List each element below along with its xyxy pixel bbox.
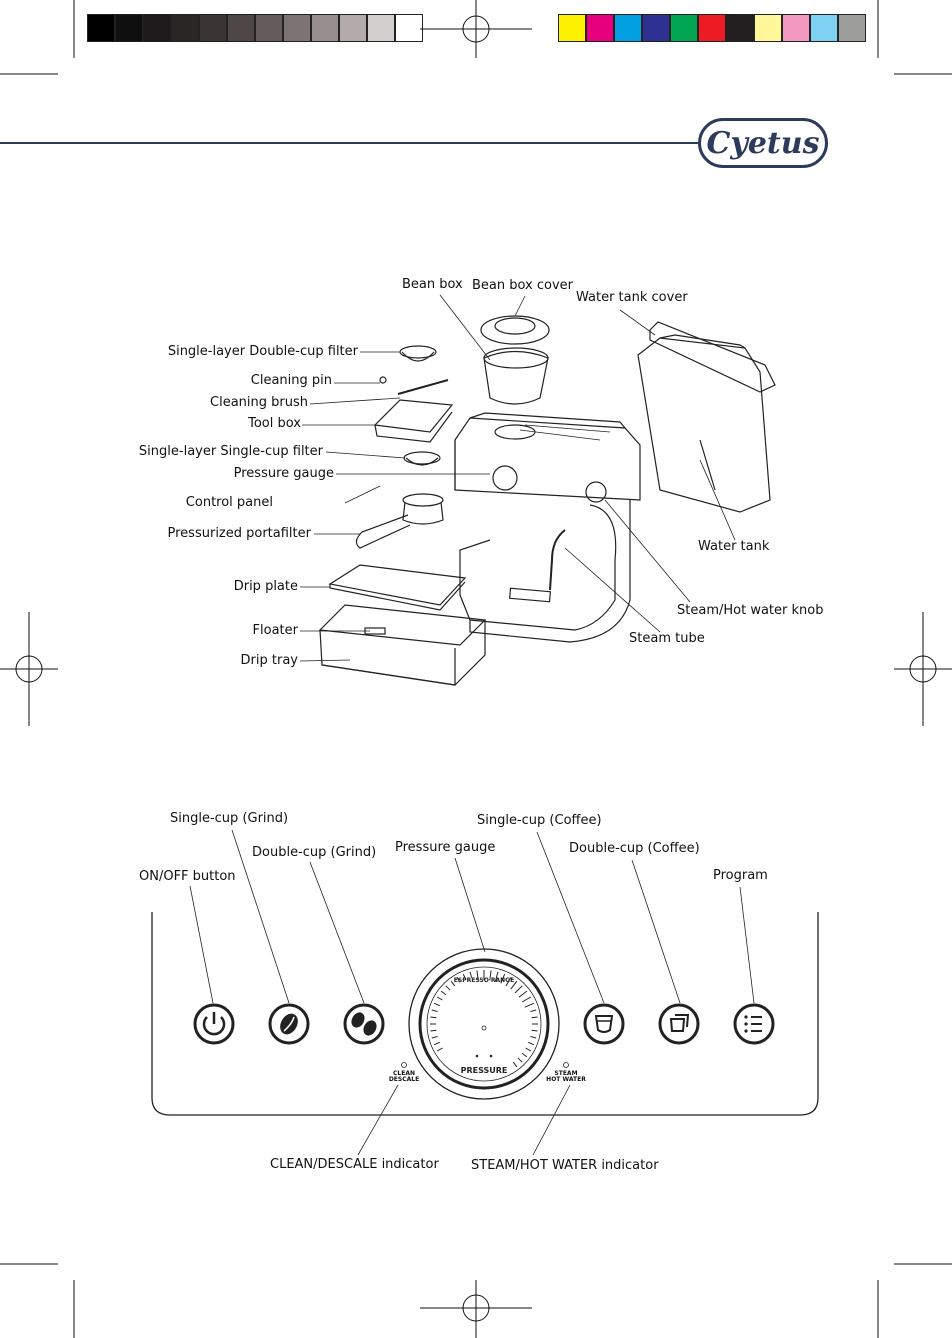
color-swatch	[642, 14, 670, 42]
color-swatch	[558, 14, 586, 42]
gauge-tick	[512, 1061, 518, 1068]
gauge-tick	[436, 996, 443, 1001]
gauge-tick	[431, 1035, 438, 1039]
onoff-button-ring	[193, 1003, 235, 1045]
gauge-tick	[489, 970, 492, 981]
gauge-tick	[530, 1035, 537, 1039]
gauge-tick	[462, 973, 467, 980]
label-steam-tube: Steam tube	[629, 631, 705, 646]
label-control-panel: Control panel	[185, 495, 273, 510]
color-swatch	[199, 14, 227, 42]
label-steam-hot-water-indicator: STEAM/HOT WATER indicator	[471, 1158, 659, 1173]
label-single-cup-coffee: Single-cup (Coffee)	[477, 813, 602, 828]
registration-target-top	[420, 0, 532, 58]
pressure-gauge-outer	[408, 948, 560, 1100]
label-program: Program	[713, 868, 768, 883]
color-swatch	[283, 14, 311, 42]
gauge-tick	[494, 971, 499, 982]
color-swatch	[255, 14, 283, 42]
label-drip-plate: Drip plate	[233, 579, 298, 594]
color-swatch	[810, 14, 838, 42]
gauge-pressure-text: PRESSURE	[461, 1066, 508, 1075]
color-swatch	[87, 14, 115, 42]
color-swatch	[395, 14, 423, 42]
label-single-cup-filter: Single-layer Single-cup filter	[138, 444, 323, 459]
gauge-tick	[433, 1002, 440, 1007]
gauge-tick	[456, 976, 461, 983]
color-swatch	[698, 14, 726, 42]
label-cleaning-pin: Cleaning pin	[250, 373, 332, 388]
registration-target-right	[894, 612, 952, 726]
color-swatch	[311, 14, 339, 42]
label-double-cup-filter: Single-layer Double-cup filter	[167, 344, 358, 359]
color-swatch	[670, 14, 698, 42]
color-swatch	[367, 14, 395, 42]
panel-text-clean: CLEAN	[393, 1070, 415, 1077]
label-water-tank-cover: Water tank cover	[576, 290, 688, 305]
label-pressure-gauge: Pressure gauge	[233, 466, 334, 481]
gauge-tick	[500, 973, 506, 984]
label-floater: Floater	[252, 623, 298, 638]
gauge-tick	[531, 1029, 538, 1032]
gauge-tick	[528, 1041, 535, 1046]
gauge-espresso-range-text: ESPRESSO RANGE	[454, 977, 514, 984]
gauge-tick	[517, 1057, 523, 1063]
label-panel-pressure-gauge: Pressure gauge	[395, 840, 496, 855]
gauge-tick	[521, 1052, 528, 1058]
label-double-cup-coffee: Double-cup (Coffee)	[569, 841, 700, 856]
gauge-tick	[430, 1016, 437, 1019]
label-bean-box: Bean box	[402, 277, 463, 292]
gauge-tick	[505, 976, 512, 987]
label-bean-box-cover: Bean box cover	[472, 278, 574, 293]
gauge-tick	[469, 971, 473, 978]
label-steam-knob: Steam/Hot water knob	[677, 603, 824, 618]
panel-text-hot-water: HOT WATER	[546, 1076, 586, 1083]
label-single-cup-grind: Single-cup (Grind)	[170, 811, 289, 826]
label-onoff-button: ON/OFF button	[139, 869, 236, 884]
gauge-tick	[531, 1016, 538, 1019]
color-swatch	[754, 14, 782, 42]
panel-text-steam: STEAM	[554, 1070, 578, 1077]
gauge-tick	[450, 980, 456, 987]
color-swatch	[227, 14, 255, 42]
color-swatch	[726, 14, 754, 42]
label-tool-box: Tool box	[248, 416, 301, 431]
color-swatch	[115, 14, 143, 42]
gauge-tick	[518, 990, 528, 998]
gauge-tick	[436, 1047, 443, 1052]
panel-text-descale: DESCALE	[388, 1076, 420, 1083]
label-cleaning-brush: Cleaning brush	[210, 395, 308, 410]
label-double-cup-grind: Double-cup (Grind)	[252, 845, 377, 860]
label-water-tank: Water tank	[698, 539, 770, 554]
color-swatch	[339, 14, 367, 42]
gauge-tick	[510, 980, 518, 990]
gauge-tick	[524, 1002, 535, 1008]
label-pressurized-portafilter: Pressurized portafilter	[167, 526, 311, 541]
gauge-tick	[530, 1009, 537, 1013]
gauge-tick	[445, 985, 451, 991]
color-swatch	[782, 14, 810, 42]
label-drip-tray: Drip tray	[240, 653, 298, 668]
registration-target-left	[0, 612, 58, 726]
color-swatch	[171, 14, 199, 42]
color-swatch	[143, 14, 171, 42]
color-swatch	[586, 14, 614, 42]
color-swatch	[838, 14, 866, 42]
label-clean-descale-indicator: CLEAN/DESCALE indicator	[270, 1157, 439, 1172]
gauge-tick	[430, 1029, 437, 1032]
gauge-tick	[431, 1009, 438, 1013]
gauge-tick	[440, 990, 447, 996]
gauge-tick	[433, 1041, 440, 1046]
color-swatch	[614, 14, 642, 42]
registration-target-bottom	[420, 1280, 532, 1338]
gauge-tick	[525, 1047, 532, 1052]
gauge-tick	[514, 985, 523, 994]
gauge-tick	[476, 970, 479, 981]
cyetus-logo: Cyetus	[698, 118, 828, 168]
gauge-tick	[521, 996, 532, 1003]
